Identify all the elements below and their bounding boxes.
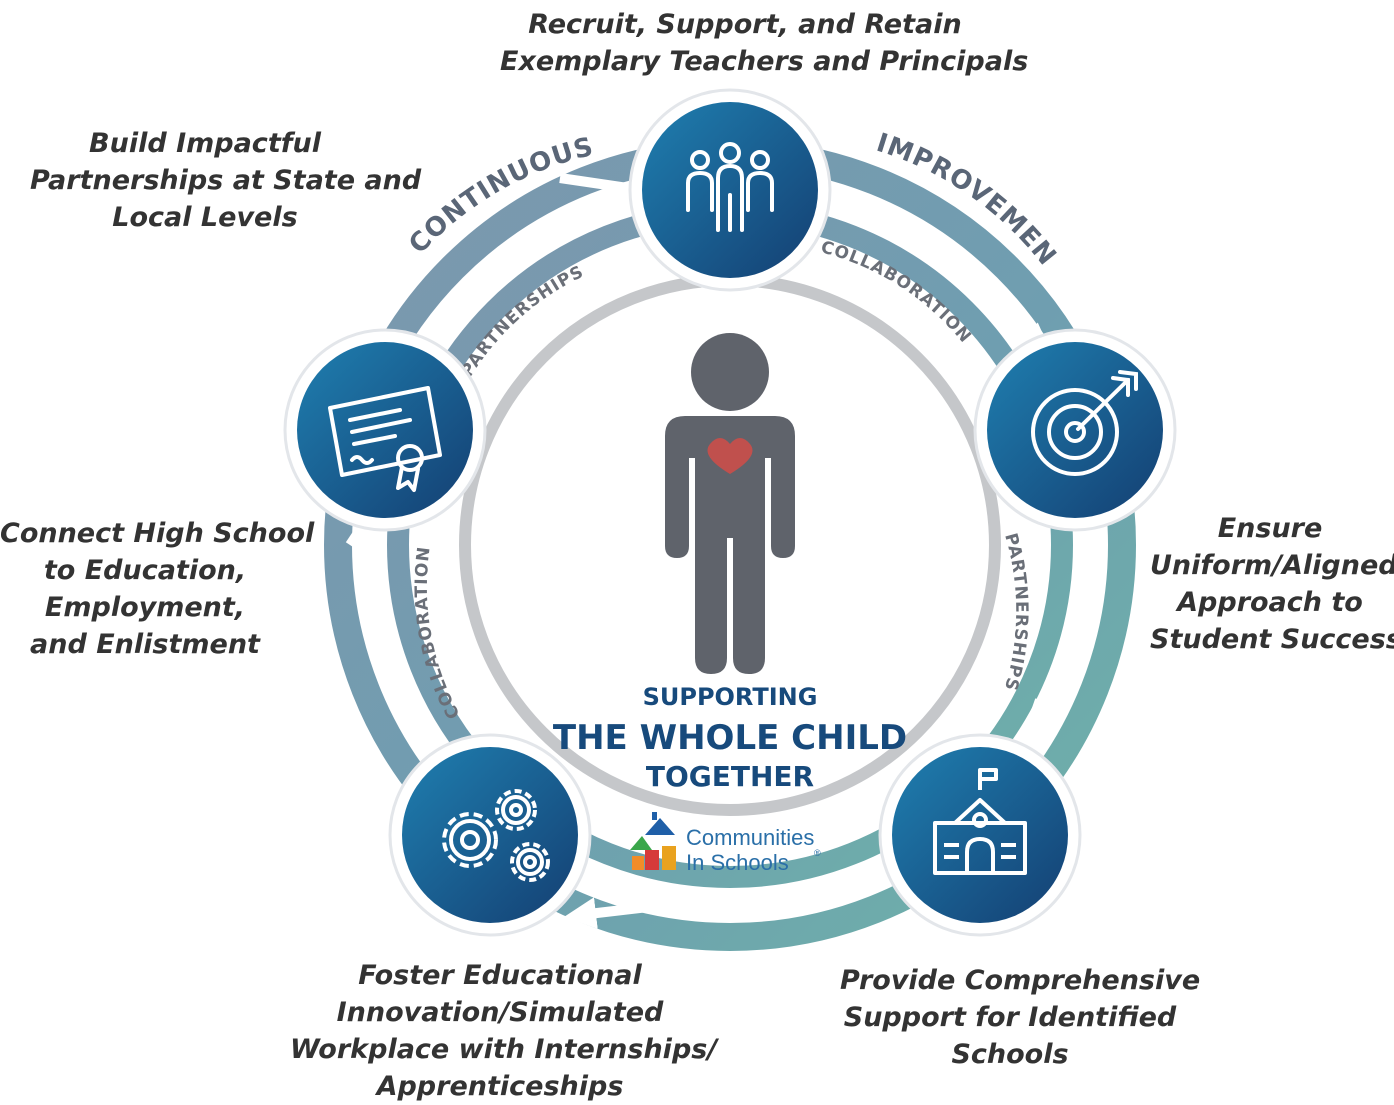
caption-line: Innovation/Simulated <box>336 997 664 1028</box>
caption-left: Connect High School to Education, Employ… <box>0 515 315 663</box>
caption-line: Provide Comprehensive <box>840 965 1201 996</box>
certificate-icon <box>328 386 442 492</box>
teachers-principals-icon <box>686 142 774 232</box>
caption-line: Connect High School <box>0 518 315 549</box>
caption-line: Support for Identified <box>843 1002 1177 1033</box>
target-arrow-icon <box>1031 370 1138 476</box>
caption-line: Partnerships at State and <box>30 165 422 196</box>
node-left <box>283 328 487 532</box>
caption-line: Apprenticeships <box>376 1071 624 1102</box>
node-bottom-right <box>878 733 1082 937</box>
caption-line: to Education, <box>43 555 247 586</box>
caption-line: Build Impactful <box>89 128 321 159</box>
inner-word-collaboration-left: COLLABORATION <box>412 545 465 722</box>
node-top <box>628 88 832 292</box>
logo-line2: In Schools <box>686 850 789 875</box>
caption-line: Employment, <box>44 592 246 623</box>
caption-line: Ensure <box>1217 513 1323 544</box>
caption-line: Schools <box>951 1039 1069 1070</box>
arrow-to-right <box>981 296 1053 356</box>
caption-bottom-right: Provide Comprehensive Support for Identi… <box>840 962 1201 1073</box>
caption-line: and Enlistment <box>30 629 260 660</box>
caption-top: Recruit, Support, and Retain Exemplary T… <box>500 6 1029 80</box>
caption-right: Ensure Uniform/Aligned Approach to Stude… <box>1150 510 1394 658</box>
school-building-icon <box>933 768 1027 875</box>
caption-bottom-left: Foster Educational Innovation/Simulated … <box>290 957 718 1105</box>
logo-line1: Communities <box>686 825 814 850</box>
child-figure <box>665 333 795 674</box>
caption-line: Uniform/Aligned <box>1150 550 1394 581</box>
center-title-line1: SUPPORTING <box>643 683 818 711</box>
center-title-line2: THE WHOLE CHILD <box>553 718 907 758</box>
caption-line: Student Success <box>1150 624 1394 655</box>
node-bottom-left <box>388 733 592 937</box>
center-title: SUPPORTING THE WHOLE CHILD TOGETHER <box>553 683 907 793</box>
caption-line: Local Levels <box>112 202 298 233</box>
gears-icon <box>442 789 550 882</box>
caption-top-left: Build Impactful Partnerships at State an… <box>30 125 422 236</box>
caption-line: Approach to <box>1177 587 1363 618</box>
heart-icon <box>707 438 753 474</box>
caption-line: Foster Educational <box>358 960 642 991</box>
caption-line: Workplace with Internships/ <box>290 1034 718 1065</box>
arrow-to-bottom-left <box>564 897 666 930</box>
communities-in-schools-logo: Communities In Schools ® <box>630 812 821 875</box>
caption-line: Exemplary Teachers and Principals <box>500 46 1029 77</box>
center-title-line3: TOGETHER <box>646 760 814 793</box>
logo-registered: ® <box>814 848 821 858</box>
caption-line: Recruit, Support, and Retain <box>528 9 962 40</box>
node-right <box>973 328 1177 532</box>
